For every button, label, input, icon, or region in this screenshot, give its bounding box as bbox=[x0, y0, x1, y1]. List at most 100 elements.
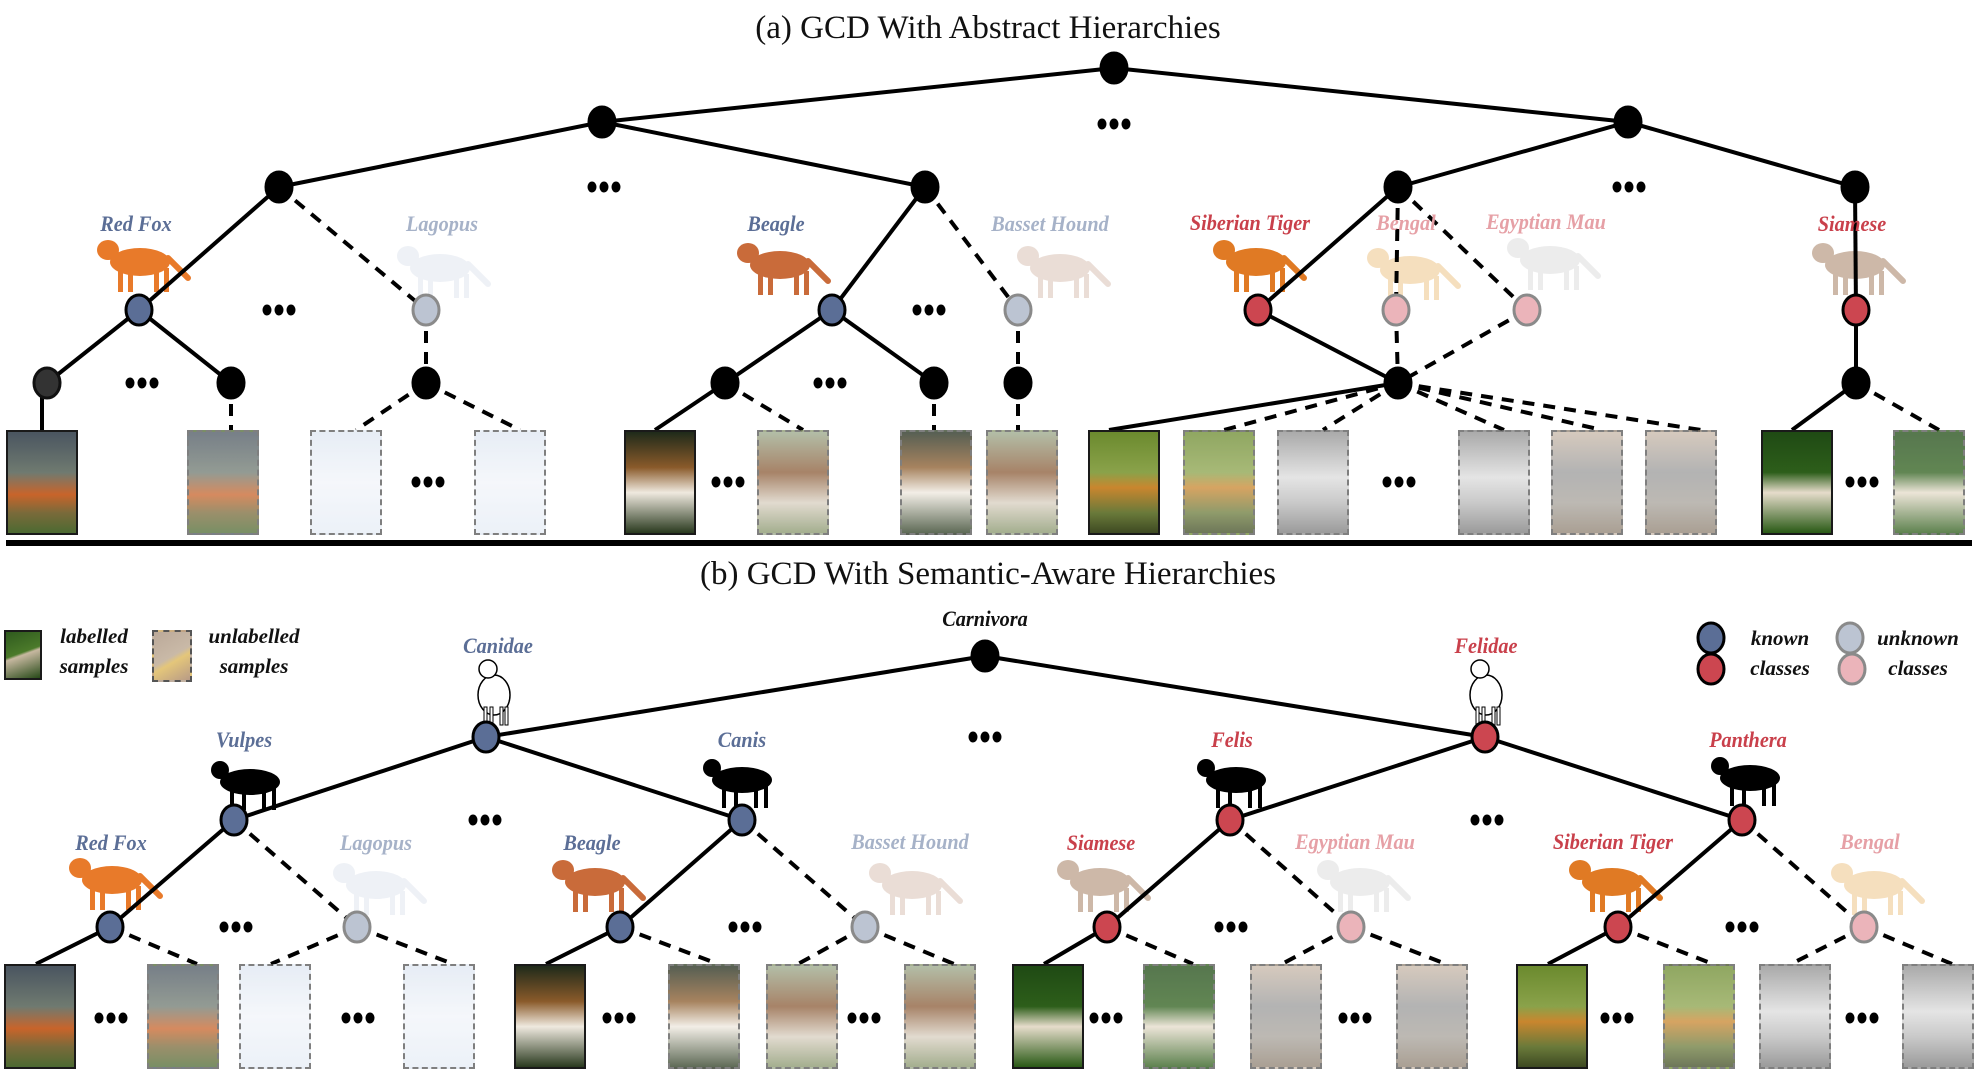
egyptian-mau-illustration bbox=[1507, 238, 1601, 290]
unlabelled-edge bbox=[723, 381, 805, 432]
legend-unknown-text: unknown classes bbox=[1877, 623, 1959, 683]
panel-b-sample-image bbox=[403, 964, 475, 1069]
bengal-illustration bbox=[1367, 248, 1461, 300]
panel-a-cluster-node bbox=[1003, 366, 1033, 400]
ellipsis-dot bbox=[752, 921, 762, 933]
panel-a-node-lagopus bbox=[411, 293, 441, 327]
labelled-edge bbox=[1256, 185, 1400, 312]
unlabelled-edge bbox=[1396, 185, 1529, 312]
labelled-edge bbox=[137, 308, 233, 385]
ellipsis-dot bbox=[1470, 814, 1480, 826]
unlabelled-edge bbox=[1106, 925, 1194, 966]
ellipsis-dot bbox=[106, 1012, 116, 1024]
ellipsis-dot bbox=[219, 921, 229, 933]
panel-b-ellipsis-icon bbox=[1338, 1012, 1372, 1024]
ellipsis-dot bbox=[1089, 1012, 1099, 1024]
panel-b-sample-image bbox=[147, 964, 219, 1069]
panel-b-ellipsis-icon bbox=[1089, 1012, 1123, 1024]
labelled-edge bbox=[1627, 120, 1856, 189]
legend-known-line1: known bbox=[1750, 626, 1810, 650]
unlabelled-edge bbox=[1281, 925, 1352, 966]
legend-unlabelled-swatch bbox=[152, 630, 192, 682]
siberian-tiger-illustration bbox=[1569, 860, 1663, 912]
ellipsis-dot bbox=[149, 377, 159, 389]
legend-labelled-line2: samples bbox=[59, 654, 129, 678]
panel-a-sample-image bbox=[1551, 430, 1623, 535]
labelled-edge bbox=[45, 308, 141, 385]
labelled-edge bbox=[601, 120, 926, 189]
panel-a-sample-image bbox=[757, 430, 829, 535]
panel-b-ellipsis-icon bbox=[341, 1012, 375, 1024]
wolf-silhouette-icon bbox=[211, 761, 280, 810]
ellipsis-dot bbox=[1109, 118, 1119, 130]
panel-a-node-egyptian-mau bbox=[1512, 293, 1542, 327]
labelled-edge bbox=[1105, 818, 1232, 929]
panel-a-label-lagopus: Lagopus bbox=[406, 211, 478, 236]
unlabelled-edge bbox=[232, 818, 359, 929]
ellipsis-dot bbox=[599, 181, 609, 193]
bengal-illustration bbox=[1831, 863, 1925, 915]
panel-b-node-canis bbox=[727, 803, 757, 837]
ellipsis-dot bbox=[1749, 921, 1759, 933]
panel-a-sample-image bbox=[1277, 430, 1349, 535]
ellipsis-dot bbox=[614, 1012, 624, 1024]
unlabelled-edge bbox=[277, 185, 428, 312]
ellipsis-dot bbox=[94, 1012, 104, 1024]
ellipsis-dot bbox=[231, 921, 241, 933]
labelled-edge bbox=[723, 308, 834, 385]
unlabelled-edge bbox=[1397, 381, 1603, 432]
unlabelled-edge bbox=[1617, 925, 1714, 966]
panel-b-node-canidae bbox=[471, 720, 501, 754]
panel-a-ellipsis-icon bbox=[1845, 476, 1879, 488]
labelled-edge bbox=[601, 66, 1115, 124]
panel-a-root-node bbox=[1099, 51, 1129, 85]
ellipsis-dot bbox=[711, 476, 721, 488]
panel-a-ellipsis-icon bbox=[912, 304, 946, 316]
panel-b-label-egyptian-mau: Egyptian Mau bbox=[1295, 829, 1415, 854]
panel-b-sample-image bbox=[1396, 964, 1468, 1069]
panel-a-node-siberian-tiger bbox=[1243, 293, 1273, 327]
ellipsis-dot bbox=[1857, 476, 1867, 488]
panel-b-node-felis bbox=[1215, 803, 1245, 837]
ellipsis-dot bbox=[1362, 1012, 1372, 1024]
panel-a-level2-node bbox=[1840, 170, 1870, 204]
labelled-edge bbox=[278, 120, 603, 189]
panel-b-ellipsis-icon bbox=[1600, 1012, 1634, 1024]
panel-a-cluster-node bbox=[216, 366, 246, 400]
panel-a-cluster-node bbox=[1383, 366, 1413, 400]
ellipsis-dot bbox=[1612, 1012, 1622, 1024]
labelled-edge bbox=[233, 735, 487, 822]
ellipsis-dot bbox=[353, 1012, 363, 1024]
ellipsis-dot bbox=[813, 377, 823, 389]
unlabelled-edge bbox=[740, 818, 867, 929]
panel-b-ellipsis-icon bbox=[847, 1012, 881, 1024]
panel-a-ellipsis-icon bbox=[125, 377, 159, 389]
ellipsis-dot bbox=[1238, 921, 1248, 933]
panel-a-sample-image bbox=[1183, 430, 1255, 535]
labelled-edge bbox=[108, 818, 236, 929]
panel-b-label-canis: Canis bbox=[717, 727, 767, 752]
panel-b-node-vulpes bbox=[219, 803, 249, 837]
panel-b-node-lagopus bbox=[342, 910, 372, 944]
ellipsis-dot bbox=[1845, 1012, 1855, 1024]
panel-b-label-canidae: Canidae bbox=[463, 633, 533, 658]
ellipsis-dot bbox=[1226, 921, 1236, 933]
red-fox-illustration bbox=[69, 858, 163, 910]
ellipsis-dot bbox=[423, 476, 433, 488]
beagle-illustration bbox=[552, 860, 646, 912]
ellipsis-dot bbox=[1494, 814, 1504, 826]
siberian-tiger-illustration bbox=[1213, 240, 1307, 292]
panel-a-level2-node bbox=[910, 170, 940, 204]
panel-a-level1-node bbox=[1613, 105, 1643, 139]
panel-b-label-lagopus: Lagopus bbox=[340, 830, 412, 855]
labelled-edge bbox=[830, 308, 936, 385]
panel-a-ellipsis-icon bbox=[1612, 181, 1646, 193]
panel-b-label-vulpes: Vulpes bbox=[215, 727, 273, 752]
panel-b-sample-image bbox=[1759, 964, 1831, 1069]
ellipsis-dot bbox=[1725, 921, 1735, 933]
basset-hound-illustration bbox=[1017, 246, 1111, 298]
ellipsis-dot bbox=[1097, 118, 1107, 130]
unlabelled-edge bbox=[864, 925, 955, 966]
ellipsis-dot bbox=[871, 1012, 881, 1024]
